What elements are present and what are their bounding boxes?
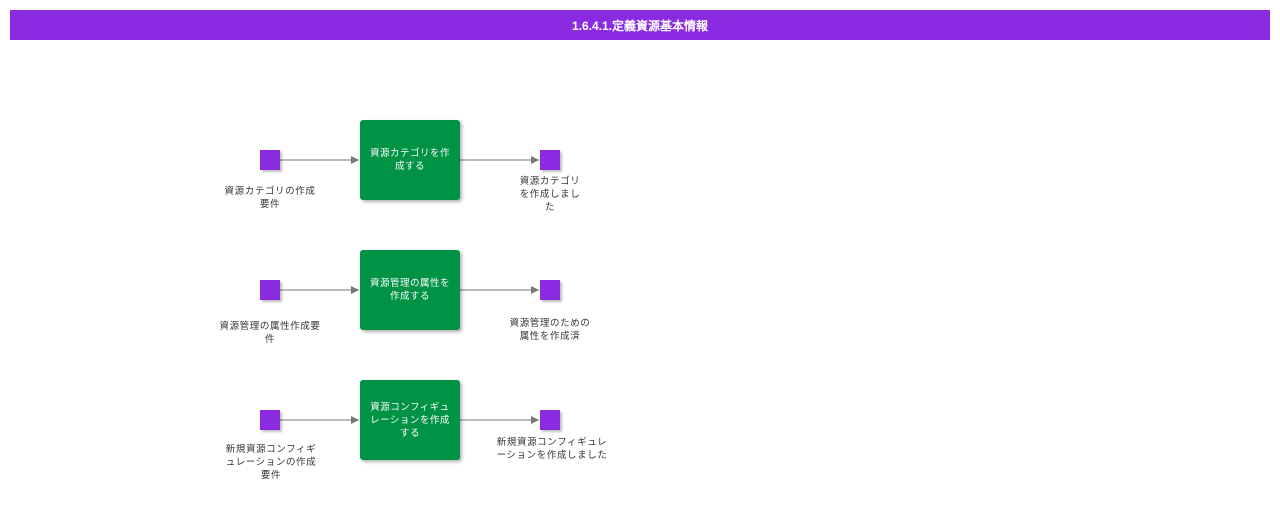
input-node-1 [260,150,280,170]
input-label-2: 資源管理の属性作成要件 [219,321,321,345]
output-label-2: 資源管理のための属性を作成済 [509,318,591,342]
output-node-1 [540,150,560,170]
input-label-3: 新規資源コンフィギュレーションの作成要件 [225,444,317,481]
output-label-3: 新規資源コンフィギュレーションを作成しました [496,437,608,461]
process-box-2: 資源管理の属性を作成する [360,250,460,330]
process-label-2: 資源管理の属性を作成する [369,278,450,302]
process-box-1: 資源カテゴリを作成する [360,120,460,200]
output-label-1: 資源カテゴリを作成しました [519,176,581,213]
process-box-3: 資源コンフィギュレーションを作成する [360,380,460,460]
process-label-3: 資源コンフィギュレーションを作成する [370,401,450,439]
process-label-1: 資源カテゴリを作成する [369,148,450,172]
output-node-2 [540,280,560,300]
input-node-2 [260,280,280,300]
diagram-title: 1.6.4.1.定義資源基本情報 [10,10,1270,40]
input-label-1: 資源カテゴリの作成要件 [224,186,316,210]
output-node-3 [540,410,560,430]
input-node-3 [260,410,280,430]
